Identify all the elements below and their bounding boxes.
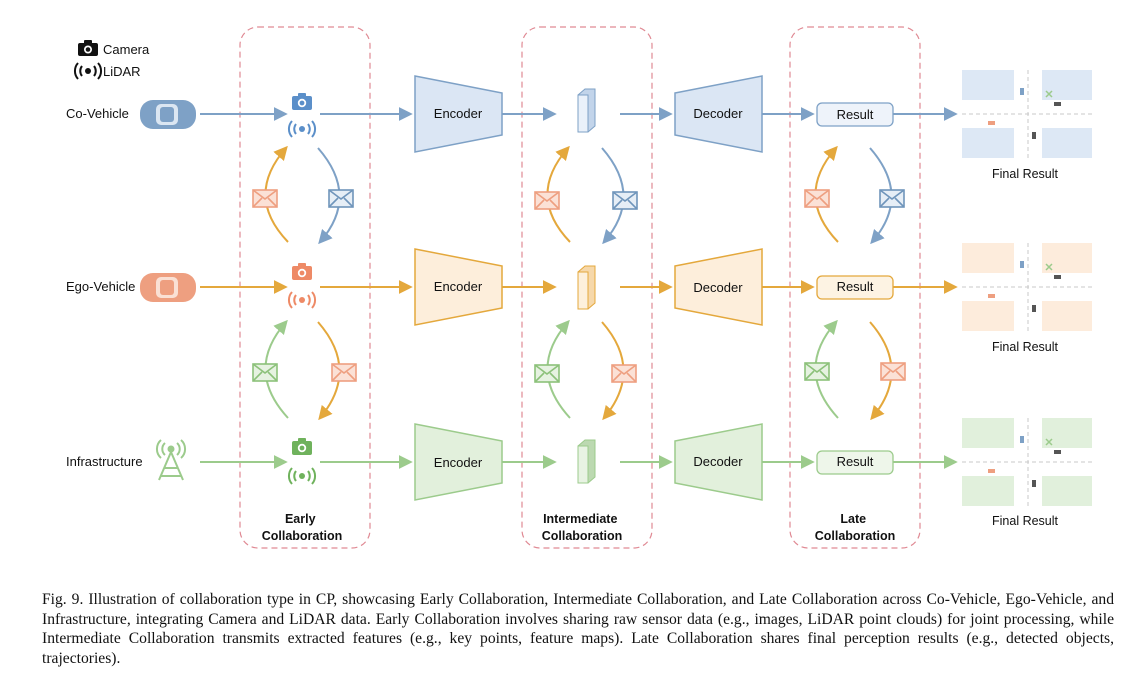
row-co-vehicle: Encoder Decoder Result — [200, 75, 958, 153]
envelope-icon — [804, 189, 830, 208]
final-result-label: Final Result — [992, 167, 1059, 181]
final-result-map — [962, 243, 1092, 331]
final-result-map — [962, 70, 1092, 158]
collaboration-diagram: Camera LiDAR Co-Vehicle Ego-Vehicle Infr… — [66, 26, 1092, 549]
stage-label-early: Early Collaboration — [262, 512, 343, 543]
lidar-icon — [288, 120, 316, 138]
encoder-label: Encoder — [434, 106, 483, 121]
figure-caption: Fig. 9. Illustration of collaboration ty… — [42, 591, 1114, 667]
result-label: Result — [837, 107, 874, 122]
envelope-icon — [611, 364, 637, 383]
result-label: Result — [837, 454, 874, 469]
feature-map — [577, 88, 596, 133]
encoder-block — [414, 248, 503, 326]
encoder-block — [414, 423, 503, 501]
camera-icon — [292, 263, 312, 280]
agent-label-ego-vehicle: Ego-Vehicle — [66, 279, 135, 294]
final-result-map — [962, 418, 1092, 506]
envelope-icon — [331, 363, 357, 382]
envelope-icon — [804, 362, 830, 381]
envelope-icon — [880, 362, 906, 381]
envelope-icon — [879, 189, 905, 208]
agent-label-infrastructure: Infrastructure — [66, 454, 143, 469]
decoder-block — [674, 75, 763, 153]
camera-icon — [292, 93, 312, 110]
envelope-icon — [534, 191, 560, 210]
feature-map — [577, 439, 596, 484]
lidar-icon — [288, 291, 316, 309]
lidar-icon — [74, 62, 102, 80]
legend-lidar-label: LiDAR — [103, 64, 141, 79]
stage-label-late: Late Collaboration — [815, 512, 896, 543]
encoder-label: Encoder — [434, 455, 483, 470]
ego-vehicle-car-icon — [140, 273, 196, 302]
row-infrastructure: Encoder Decoder Result — [200, 423, 958, 501]
final-result-label: Final Result — [992, 340, 1059, 354]
feature-map — [577, 265, 596, 310]
envelope-icon — [328, 189, 354, 208]
decoder-label: Decoder — [693, 454, 743, 469]
envelope-icon — [534, 364, 560, 383]
envelope-icon — [612, 191, 638, 210]
lidar-icon — [288, 467, 316, 485]
camera-icon — [78, 40, 98, 56]
envelope-icon — [252, 189, 278, 208]
encoder-label: Encoder — [434, 279, 483, 294]
infrastructure-tower-icon — [155, 439, 187, 481]
agent-label-co-vehicle: Co-Vehicle — [66, 106, 129, 121]
decoder-label: Decoder — [693, 106, 743, 121]
stage-label-intermediate: Intermediate Collaboration — [542, 512, 623, 543]
message-envelopes — [252, 189, 906, 383]
co-vehicle-car-icon — [140, 100, 196, 129]
result-label: Result — [837, 279, 874, 294]
final-result-label: Final Result — [992, 514, 1059, 528]
camera-icon — [292, 438, 312, 455]
legend: Camera LiDAR — [74, 40, 150, 80]
legend-camera-label: Camera — [103, 42, 150, 57]
encoder-block — [414, 75, 503, 153]
envelope-icon — [252, 363, 278, 382]
decoder-block — [674, 423, 763, 501]
decoder-label: Decoder — [693, 280, 743, 295]
row-ego-vehicle: Encoder Decoder Result — [200, 248, 958, 326]
decoder-block — [674, 248, 763, 326]
